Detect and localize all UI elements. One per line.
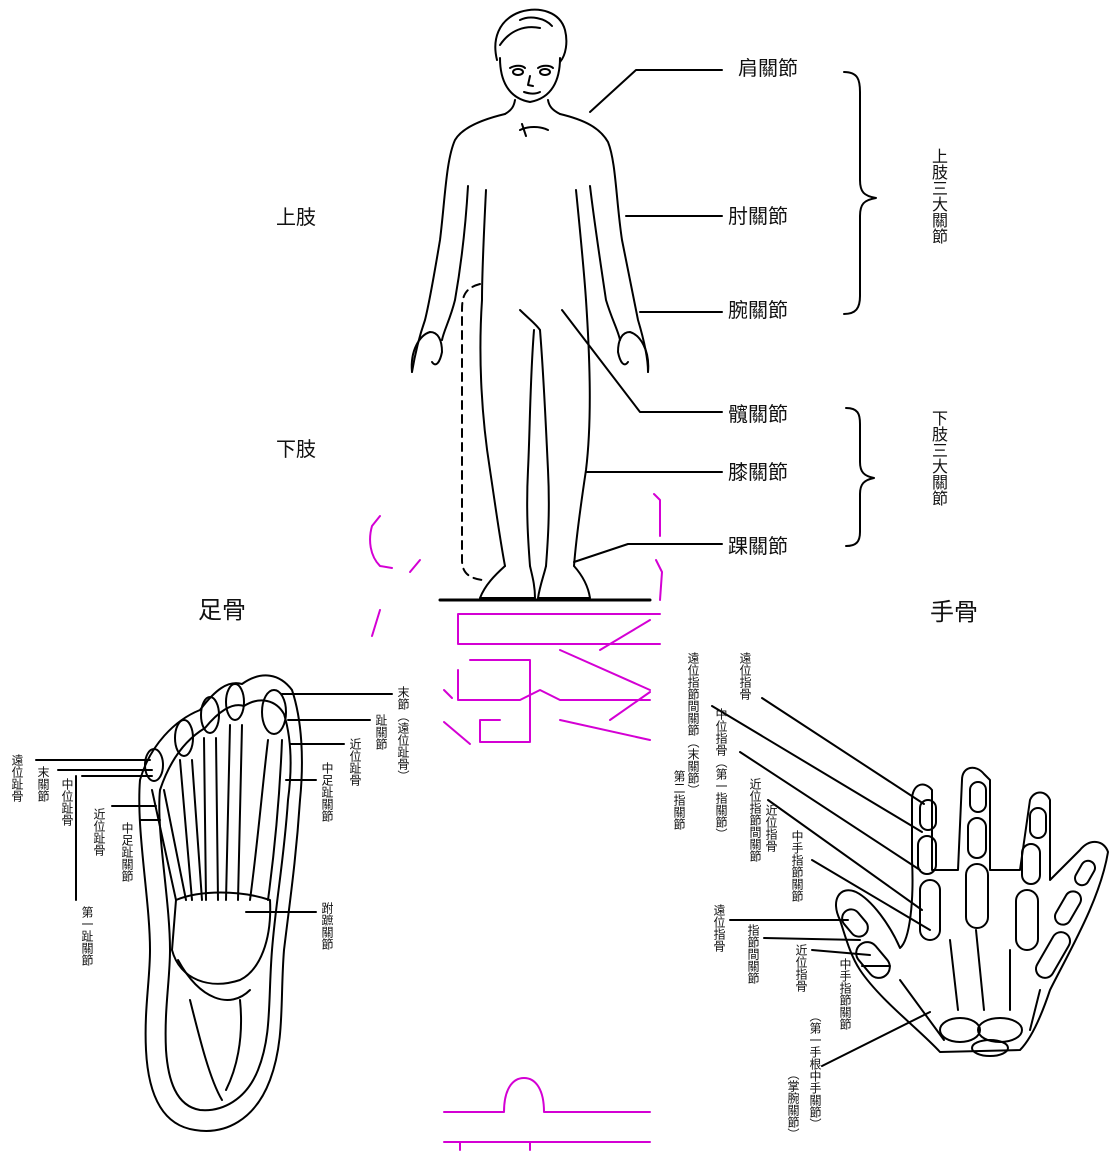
hand-bones-title: 手骨 (930, 600, 978, 624)
foot-proximal-phalanx-label: 近位趾骨 (348, 738, 361, 786)
hand-pip-joint-label: 近位指節間關節 (748, 778, 761, 862)
human-figure (412, 10, 650, 600)
hand-first-cmc-joint-label: （第一手根中手關節） (808, 1010, 821, 1130)
watermark-graphic (370, 494, 662, 1150)
hand-proximal-phalanx-top-label: 近位指骨 (764, 804, 777, 852)
hand-wrist-joint-label: （掌腕關節） (786, 1068, 799, 1140)
lower-limb-label: 下肢 (276, 439, 316, 459)
shoulder-joint-label: 肩關節 (738, 58, 798, 78)
foot-end-joint-label: 末關節 (36, 766, 49, 802)
hip-joint-label: 髖關節 (728, 404, 788, 424)
foot-tarsometatarsal-label: 跗蹠關節 (320, 902, 333, 950)
foot-mtp-joint-left-label: 中足趾關節 (120, 822, 133, 882)
upper-three-joints-label: 上肢三大關節 (930, 148, 948, 244)
hand-dip-joint-label: 遠位指節間關節（末關節） (686, 652, 699, 796)
hand-ip-joint-label: 指節間關節 (746, 924, 759, 984)
lower-three-joints-label: 下肢三大關節 (930, 410, 948, 506)
foot-mtp-joint-label: 中足趾關節 (320, 762, 333, 822)
foot-skeleton (139, 675, 302, 1130)
hand-skeleton (836, 768, 1108, 1056)
knee-joint-label: 膝關節 (728, 462, 788, 482)
wrist-joint-label: 腕關節 (728, 300, 788, 320)
foot-distal-joint-label: 末節（遠位趾骨） (396, 686, 409, 782)
hand-distal-phalanx-thumb-label: 遠位指骨 (712, 904, 725, 952)
foot-middle-phalanx-label: 中位趾骨 (60, 778, 73, 826)
hand-second-finger-joint-label: 第二指關節 (672, 770, 685, 830)
hand-mcp-joint-label: 中手指節關節 (790, 830, 803, 902)
hand-proximal-phalanx-thumb-label: 近位指骨 (794, 944, 807, 992)
hand-mcp-joint-thumb-label: 中手指節關節 (838, 958, 851, 1030)
foot-bones-title: 足骨 (198, 598, 246, 622)
foot-leaders (36, 694, 392, 912)
foot-distal-phalanx-left-label: 遠位趾骨 (10, 754, 23, 802)
hand-middle-phalanx-label: 中位指骨（第一指關節） (714, 708, 727, 840)
upper-limb-label: 上肢 (276, 207, 316, 227)
elbow-joint-label: 肘關節 (728, 206, 788, 226)
foot-proximal-phalanx-left-label: 近位趾骨 (92, 808, 105, 856)
ankle-joint-label: 踝關節 (728, 536, 788, 556)
hand-distal-phalanx-top-label: 遠位指骨 (738, 652, 751, 700)
foot-first-toe-joint-label: 第一趾關節 (80, 906, 93, 966)
body-joint-leaders (462, 70, 876, 580)
foot-toe-joint-label: 趾關節 (374, 714, 387, 750)
